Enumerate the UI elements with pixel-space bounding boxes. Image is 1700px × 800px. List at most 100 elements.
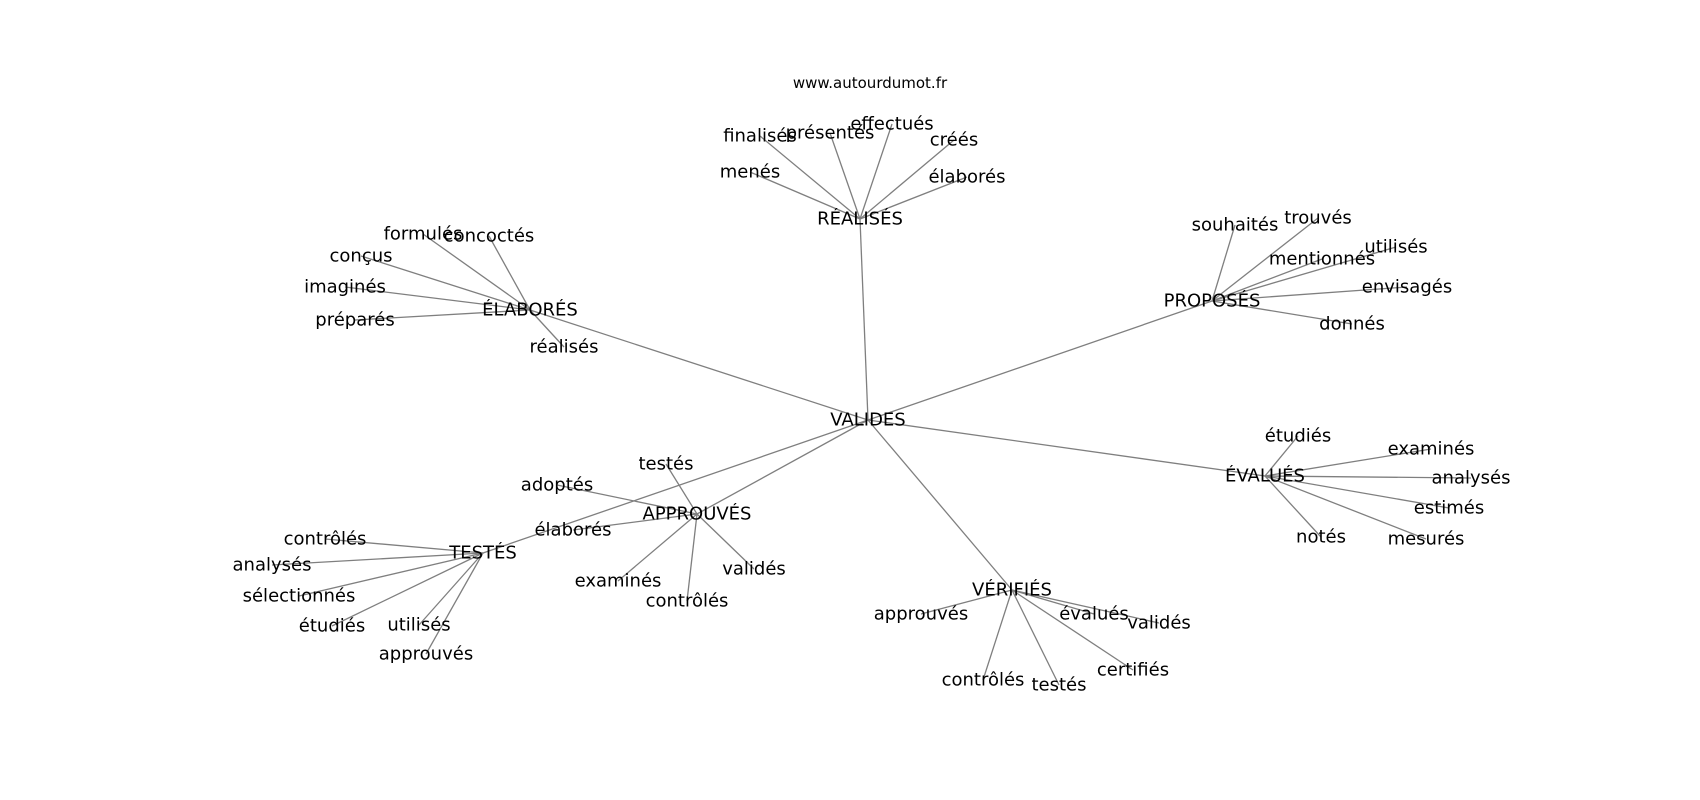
- leaf-node-approuves-2: élaborés: [534, 520, 611, 541]
- hub-node-evalues: ÉVALUÉS: [1225, 465, 1305, 487]
- edge-elabores-leaf-2: [360, 255, 531, 311]
- edge-testes-leaf-0: [324, 538, 484, 554]
- leaf-node-approuves-5: contrôlés: [646, 591, 729, 612]
- edge-realises-leaf-1: [829, 132, 861, 220]
- edge-evalues-leaf-1: [1264, 448, 1432, 477]
- edge-approuves-leaf-5: [686, 513, 698, 602]
- leaf-node-realises-1: présentés: [786, 123, 875, 144]
- edge-proposes-leaf-2: [1211, 246, 1397, 302]
- edge-approuves-leaf-2: [572, 513, 698, 531]
- leaf-node-elabores-4: préparés: [315, 310, 394, 331]
- center-node: VALIDES: [830, 410, 905, 431]
- edge-center-verifies: [867, 419, 1013, 591]
- leaf-node-approuves-3: examinés: [575, 571, 662, 592]
- hub-node-approuves: APPROUVÉS: [643, 503, 752, 525]
- leaf-node-elabores-3: imaginés: [304, 277, 386, 298]
- leaf-node-approuves-0: testés: [638, 454, 693, 475]
- edge-proposes-leaf-3: [1211, 258, 1323, 302]
- edge-evalues-leaf-0: [1264, 435, 1299, 477]
- leaf-node-testes-4: utilisés: [387, 615, 450, 636]
- leaf-node-elabores-0: formulés: [384, 224, 463, 245]
- leaf-node-proposes-1: trouvés: [1284, 208, 1352, 229]
- edge-verifies-leaf-0: [920, 589, 1013, 615]
- edge-approuves-leaf-0: [665, 463, 698, 515]
- edge-verifies-leaf-5: [1011, 589, 1060, 686]
- leaf-node-approuves-1: adoptés: [521, 475, 593, 496]
- edge-verifies-leaf-2: [1011, 589, 1160, 624]
- edge-verifies-leaf-3: [1011, 589, 1134, 671]
- edge-center-evalues: [867, 419, 1266, 477]
- edge-testes-leaf-4: [418, 552, 484, 626]
- hub-node-realises: RÉALISÉS: [817, 208, 903, 230]
- leaf-node-evalues-2: analysés: [1432, 468, 1511, 489]
- leaf-node-realises-4: menés: [720, 162, 780, 183]
- leaf-node-verifies-1: évalués: [1059, 604, 1129, 625]
- edge-realises-leaf-0: [759, 135, 861, 220]
- hub-node-verifies: VÉRIFIÉS: [972, 579, 1052, 601]
- leaf-node-evalues-3: estimés: [1414, 498, 1485, 519]
- edge-realises-leaf-2: [859, 123, 893, 220]
- leaf-node-elabores-2: conçus: [330, 246, 393, 267]
- leaf-node-proposes-0: souhaités: [1192, 215, 1279, 236]
- edge-center-elabores: [529, 309, 869, 421]
- leaf-node-realises-3: créés: [930, 130, 978, 151]
- leaf-node-evalues-0: étudiés: [1265, 426, 1331, 447]
- hub-node-elabores: ÉLABORÉS: [482, 299, 578, 321]
- edge-center-proposes: [867, 300, 1213, 421]
- edge-approuves-leaf-4: [696, 513, 755, 570]
- leaf-node-verifies-3: certifiés: [1097, 660, 1169, 681]
- leaf-node-realises-0: finalisés: [723, 126, 797, 147]
- leaf-node-testes-2: sélectionnés: [243, 586, 356, 607]
- hub-node-testes: TESTÉS: [448, 542, 517, 564]
- leaf-node-verifies-0: approuvés: [874, 604, 968, 625]
- edge-evalues-leaf-3: [1264, 475, 1450, 509]
- edge-proposes-leaf-5: [1211, 300, 1353, 325]
- leaf-node-realises-5: élaborés: [928, 167, 1005, 188]
- graph-edges: [271, 123, 1472, 686]
- leaf-node-elabores-1: concoctés: [444, 226, 535, 247]
- edge-testes-leaf-3: [331, 552, 484, 627]
- hub-node-proposes: PROPOSÉS: [1164, 290, 1261, 312]
- edge-approuves-leaf-3: [617, 513, 698, 582]
- leaf-node-verifies-2: validés: [1127, 613, 1191, 634]
- leaf-node-realises-2: effectués: [850, 114, 933, 135]
- leaf-node-verifies-5: testés: [1031, 675, 1086, 696]
- leaf-node-evalues-1: examinés: [1388, 439, 1475, 460]
- leaf-node-testes-1: analysés: [233, 555, 312, 576]
- edge-evalues-leaf-2: [1264, 475, 1472, 479]
- edge-realises-leaf-3: [859, 139, 955, 220]
- site-url: www.autourdumot.fr: [793, 74, 948, 92]
- edge-testes-leaf-5: [425, 552, 484, 655]
- leaf-node-testes-5: approuvés: [379, 644, 473, 665]
- graph-nodes: VALIDES RÉALISÉS finalisésprésentéseffectu…: [233, 114, 1511, 696]
- leaf-node-evalues-4: notés: [1296, 527, 1346, 548]
- edge-proposes-leaf-1: [1211, 217, 1319, 302]
- leaf-node-testes-0: contrôlés: [284, 529, 367, 550]
- leaf-node-testes-3: étudiés: [299, 616, 365, 637]
- edge-realises-leaf-5: [859, 176, 968, 220]
- edge-elabores-leaf-3: [344, 286, 531, 311]
- edge-verifies-leaf-4: [982, 589, 1013, 681]
- edge-elabores-leaf-5: [529, 309, 565, 348]
- leaf-node-proposes-2: utilisés: [1364, 237, 1427, 258]
- leaf-node-elabores-5: réalisés: [530, 337, 599, 358]
- edge-realises-leaf-4: [749, 171, 861, 220]
- leaf-node-approuves-4: validés: [722, 559, 786, 580]
- leaf-node-proposes-4: envisagés: [1362, 277, 1452, 298]
- leaf-node-proposes-3: mentionnés: [1269, 249, 1375, 270]
- edge-evalues-leaf-5: [1264, 475, 1427, 540]
- edge-center-realises: [859, 218, 869, 421]
- leaf-node-proposes-5: donnés: [1319, 314, 1385, 335]
- edge-testes-leaf-2: [298, 552, 484, 597]
- edge-elabores-leaf-1: [488, 235, 531, 311]
- edge-testes-leaf-1: [271, 552, 484, 566]
- edge-center-testes: [482, 419, 869, 554]
- leaf-node-evalues-5: mesurés: [1388, 529, 1465, 550]
- edge-center-approuves: [696, 419, 869, 515]
- edge-proposes-leaf-0: [1211, 224, 1236, 302]
- edge-proposes-leaf-4: [1211, 286, 1408, 302]
- edge-elabores-leaf-0: [422, 233, 531, 311]
- edge-approuves-leaf-1: [556, 484, 698, 515]
- edge-evalues-leaf-4: [1264, 475, 1322, 538]
